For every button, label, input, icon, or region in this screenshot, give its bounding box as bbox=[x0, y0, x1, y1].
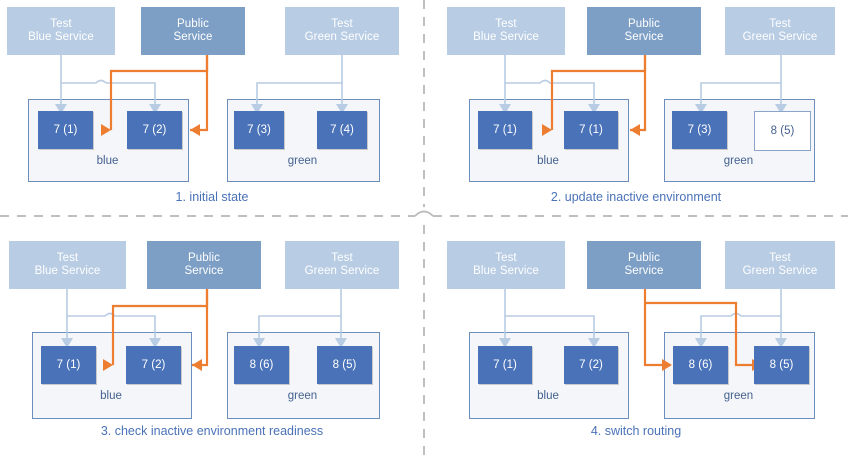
node-green-1: 7 (3) bbox=[672, 111, 727, 149]
node-green-1: 8 (6) bbox=[673, 346, 728, 384]
service-test-green: Test Green Service bbox=[725, 241, 835, 289]
service-public: Public Service bbox=[587, 7, 701, 55]
node-green-1: 7 (3) bbox=[234, 111, 284, 149]
service-test-blue-line1: Test bbox=[495, 18, 517, 30]
panel-1: Test Blue Service Public Service Test Gr… bbox=[0, 0, 424, 228]
node-blue-2: 7 (2) bbox=[127, 111, 182, 149]
service-test-green: Test Green Service bbox=[285, 7, 399, 55]
service-public-line1: Public bbox=[177, 18, 209, 30]
service-test-blue: Test Blue Service bbox=[7, 7, 115, 55]
service-public: Public Service bbox=[587, 241, 701, 289]
node-blue-1: 7 (1) bbox=[41, 346, 96, 384]
node-green-2: 8 (5) bbox=[754, 346, 809, 384]
service-test-green-line2: Green Service bbox=[304, 265, 380, 277]
service-test-green-line1: Test bbox=[769, 18, 791, 30]
service-public-line1: Public bbox=[188, 252, 220, 264]
service-test-blue: Test Blue Service bbox=[9, 241, 126, 289]
env-blue-label: blue bbox=[96, 155, 119, 167]
node-blue-1: 7 (1) bbox=[478, 111, 532, 149]
node-green-1: 8 (6) bbox=[234, 346, 289, 384]
env-green-label: green bbox=[723, 390, 754, 402]
node-green-2: 8 (5) bbox=[317, 346, 372, 384]
service-test-green: Test Green Service bbox=[285, 241, 399, 289]
service-public-line2: Service bbox=[624, 265, 664, 277]
service-test-blue-line2: Blue Service bbox=[28, 31, 94, 43]
env-green-label: green bbox=[287, 155, 318, 167]
service-test-blue: Test Blue Service bbox=[447, 241, 565, 289]
service-test-blue: Test Blue Service bbox=[447, 7, 565, 55]
service-test-green-line1: Test bbox=[769, 252, 791, 264]
panel-4: Test Blue Service Public Service Test Gr… bbox=[424, 228, 848, 456]
env-green-label: green bbox=[723, 155, 754, 167]
panel-2: Test Blue Service Public Service Test Gr… bbox=[424, 0, 848, 228]
service-test-green-line1: Test bbox=[331, 18, 353, 30]
service-test-blue-line1: Test bbox=[50, 18, 72, 30]
service-public-line2: Service bbox=[184, 265, 224, 277]
service-public-line2: Service bbox=[624, 31, 664, 43]
service-test-green: Test Green Service bbox=[725, 7, 835, 55]
node-blue-2: 7 (2) bbox=[126, 346, 181, 384]
node-blue-2: 7 (1) bbox=[564, 111, 618, 149]
service-public: Public Service bbox=[141, 7, 245, 55]
service-test-blue-line1: Test bbox=[495, 252, 517, 264]
env-blue-label: blue bbox=[100, 390, 122, 402]
panel-2-caption: 2. update inactive environment bbox=[550, 190, 722, 204]
service-public: Public Service bbox=[147, 241, 261, 289]
panel-3-caption: 3. check inactive environment readiness bbox=[100, 424, 324, 438]
service-test-green-line1: Test bbox=[331, 252, 353, 264]
env-green-label: green bbox=[287, 390, 318, 402]
service-test-green-line2: Green Service bbox=[742, 31, 818, 43]
panel-3: Test Blue Service Public Service Test Gr… bbox=[0, 228, 424, 456]
node-green-2: 8 (5) bbox=[754, 111, 811, 151]
panel-1-caption: 1. initial state bbox=[175, 190, 249, 204]
service-test-green-line2: Green Service bbox=[304, 31, 380, 43]
node-blue-1: 7 (1) bbox=[38, 111, 93, 149]
service-test-blue-line2: Blue Service bbox=[473, 265, 539, 277]
node-green-2: 7 (4) bbox=[317, 111, 367, 149]
service-test-blue-line2: Blue Service bbox=[34, 265, 101, 277]
service-public-line2: Service bbox=[173, 31, 213, 43]
service-test-blue-line1: Test bbox=[56, 252, 79, 264]
env-blue-label: blue bbox=[537, 390, 559, 402]
panel-4-caption: 4. switch routing bbox=[590, 424, 682, 438]
env-blue-label: blue bbox=[537, 155, 559, 167]
service-test-blue-line2: Blue Service bbox=[473, 31, 539, 43]
service-public-line1: Public bbox=[628, 252, 660, 264]
node-blue-2: 7 (2) bbox=[564, 346, 618, 384]
service-test-green-line2: Green Service bbox=[742, 265, 818, 277]
node-blue-1: 7 (1) bbox=[478, 346, 532, 384]
service-public-line1: Public bbox=[628, 18, 660, 30]
